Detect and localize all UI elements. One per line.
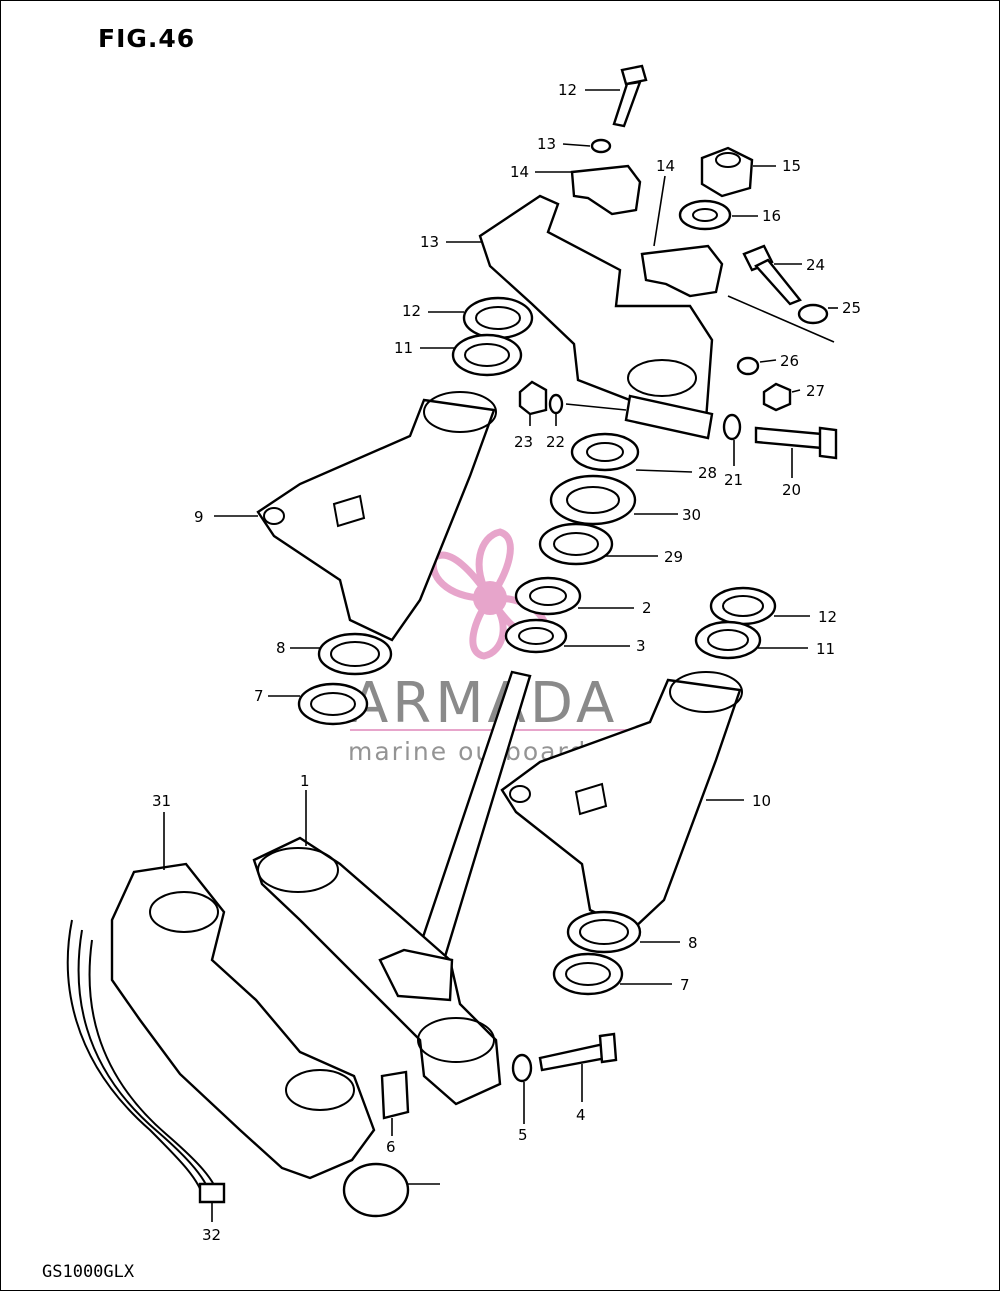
callout-13: 13 [420, 233, 439, 251]
callout-7a: 7 [254, 687, 264, 705]
part-12-dust-seal-right [709, 586, 777, 626]
part-8-seal-right [566, 910, 642, 954]
part-17-nut [700, 146, 754, 198]
callout-31: 32 [202, 1226, 221, 1244]
part-8-seal-left [317, 632, 393, 676]
callout-15: 12 [558, 81, 577, 99]
part-16-washer [590, 138, 612, 154]
part-24-washer [797, 303, 829, 325]
part-10-headlight-bracket-right [500, 671, 743, 932]
callout-11a: 11 [394, 339, 413, 357]
callout-26: 27 [806, 382, 825, 400]
part-2-bearing [514, 576, 582, 616]
callout-19: 20 [782, 481, 801, 499]
part-22-cap-nut [518, 380, 548, 416]
part-3-race [504, 618, 568, 654]
part-19-bolt [754, 426, 838, 460]
callout-3: 3 [636, 637, 646, 655]
part-15-bolt [612, 64, 648, 128]
part-7-washer-right [552, 952, 624, 996]
callout-27: 28 [698, 464, 717, 482]
part-7-washer-left [297, 682, 369, 726]
part-18-washer [678, 199, 732, 231]
callout-7b: 7 [680, 976, 690, 994]
callout-9: 9 [194, 508, 204, 526]
callout-20: 21 [724, 471, 743, 489]
callout-8a: 8 [276, 639, 286, 657]
part-21-lock-washer [548, 393, 564, 415]
callout-4: 4 [576, 1106, 586, 1124]
part-1-steering-stem-lower-bracket [252, 670, 532, 1106]
part-5-washer [511, 1053, 533, 1083]
callout-17: 15 [782, 157, 801, 175]
figure-title: FIG.46 [98, 24, 196, 53]
callout-28: 29 [664, 548, 683, 566]
part-11-bearing-right [694, 620, 762, 660]
part-20-washer [722, 413, 742, 441]
callout-30: 31 [152, 792, 171, 810]
callout-21: 22 [546, 433, 565, 451]
part-32-cap [342, 1162, 410, 1218]
callout-12b: 12 [818, 608, 837, 626]
callout-11b: 11 [816, 640, 835, 658]
part-25-nut [736, 356, 760, 376]
callout-25: 26 [780, 352, 799, 370]
part-11-bearing-upper [451, 333, 523, 377]
part-6-clip [380, 1070, 410, 1120]
callout-24: 25 [842, 299, 861, 317]
callout-2: 2 [642, 599, 652, 617]
callout-14b: 14 [656, 157, 675, 175]
callout-29: 30 [682, 506, 701, 524]
callout-6: 6 [386, 1138, 396, 1156]
callout-22: 23 [514, 433, 533, 451]
part-13-upper-bracket [478, 194, 714, 422]
callout-10: 10 [752, 792, 771, 810]
callout-labels: 12 13 14 14 15 16 13 24 25 26 27 12 11 2… [152, 81, 861, 1244]
part-26-nut [762, 382, 792, 412]
callout-1: 1 [300, 772, 310, 790]
callout-5: 5 [518, 1126, 528, 1144]
part-27-lock-nut [570, 432, 640, 472]
callout-14a: 14 [510, 163, 529, 181]
part-23-bolt [742, 244, 802, 306]
part-14-handlebar-holder-upper [570, 164, 642, 216]
part-31-emblem [66, 919, 226, 1204]
callout-8b: 8 [688, 934, 698, 952]
part-9-headlight-bracket-left [256, 391, 497, 642]
leader-lines [163, 89, 838, 1222]
part-4-bolt [538, 1032, 618, 1072]
part-12-dust-seal-upper [462, 296, 534, 340]
part-29-washer [549, 474, 637, 526]
callout-18: 16 [762, 207, 781, 225]
part-14-handlebar-holder-lower [640, 244, 724, 298]
model-code: GS1000GLX [42, 1262, 135, 1282]
part-28-race [538, 522, 614, 566]
callout-12a: 12 [402, 302, 421, 320]
callout-23: 24 [806, 256, 825, 274]
part-30-cover [110, 862, 376, 1180]
watermark-brand: ARMADA [350, 671, 618, 736]
callout-16: 13 [537, 135, 556, 153]
